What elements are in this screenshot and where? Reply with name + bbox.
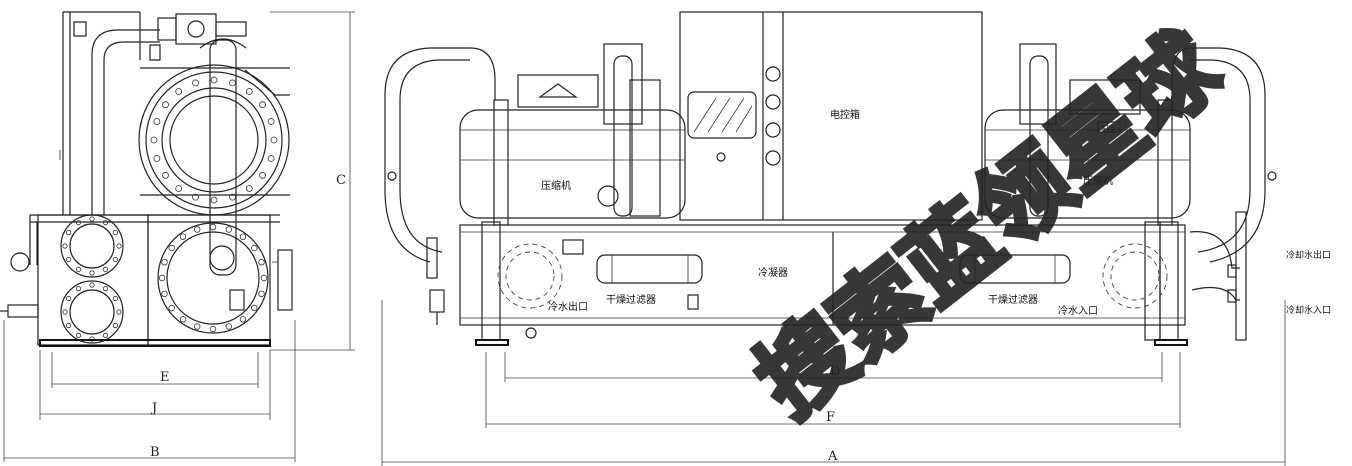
bolt (66, 295, 72, 302)
bolt (175, 88, 183, 95)
flange-bolts-left (62, 216, 122, 342)
label-compressor-right: 压缩机 (1083, 174, 1113, 187)
bolt (267, 155, 275, 162)
bolt (116, 243, 122, 249)
bolt (153, 118, 161, 125)
bolt (175, 185, 183, 192)
bolt (89, 270, 95, 276)
bolt (150, 136, 158, 144)
label-control-box: 电控箱 (830, 108, 860, 121)
bolt (239, 316, 247, 323)
bolt (75, 332, 82, 338)
bolt (62, 243, 68, 249)
bolt (62, 309, 68, 315)
bolt (116, 309, 122, 315)
bolt (245, 88, 253, 95)
bolt (66, 229, 72, 236)
bolt (259, 101, 266, 109)
bolt (162, 171, 169, 179)
bolt (75, 285, 82, 292)
bolt (66, 256, 72, 263)
bolt (89, 216, 95, 222)
flange-bolts-right (158, 223, 268, 333)
bolt (112, 322, 119, 329)
bolt (102, 220, 109, 226)
bolt (229, 79, 236, 87)
bolt (225, 226, 232, 233)
bolt (209, 325, 217, 333)
bolt (161, 290, 168, 297)
bolt (112, 229, 119, 236)
compressor-bolts (150, 76, 278, 204)
bolt (66, 322, 72, 329)
dim-label-B: B (150, 445, 160, 460)
label-filter-right: 干燥过滤器 (988, 293, 1038, 306)
bolt (192, 193, 199, 201)
bolt (193, 226, 201, 233)
label-condenser: 冷凝器 (758, 266, 788, 279)
bolt (102, 332, 109, 338)
bolt (89, 282, 95, 288)
side-view: E J B C (0, 11, 355, 462)
bolt (258, 290, 265, 297)
bolt (239, 233, 247, 240)
dim-label-C: C (336, 173, 346, 188)
bolt (192, 79, 199, 87)
nameplate-text: 415 (1101, 124, 1114, 132)
front-view: 压缩机 电控箱 415 压缩机 (381, 11, 1331, 466)
label-cooling-water-inlet: 冷却水入口 (1286, 304, 1331, 316)
bolt (168, 244, 175, 252)
bolt (260, 274, 268, 282)
bolt (112, 256, 119, 263)
bolt (209, 223, 217, 231)
dim-label-F: F (826, 410, 835, 425)
bolt (168, 304, 175, 312)
bolt (270, 136, 278, 144)
bolt (179, 233, 187, 240)
bolt (258, 259, 265, 266)
bolt (259, 171, 266, 179)
bolt (245, 185, 253, 192)
bolt (210, 196, 218, 204)
bolt (102, 266, 109, 272)
bolt (225, 323, 232, 330)
dim-label-A: A (827, 449, 838, 464)
label-chilled-water-inlet: 冷水入口 (1058, 304, 1098, 317)
bolt (193, 323, 201, 330)
label-filter-left: 干燥过滤器 (606, 293, 656, 306)
bolt (267, 118, 275, 125)
dim-label-D: D (830, 364, 840, 379)
vent-grille (693, 97, 753, 133)
bolt (210, 76, 218, 84)
bolt (179, 316, 187, 323)
gauge-column (765, 66, 781, 166)
label-chilled-water-outlet: 冷水出口 (548, 300, 588, 313)
bolt (153, 155, 161, 162)
dim-label-E: E (160, 370, 170, 385)
bolt (251, 304, 258, 312)
bolt (112, 295, 119, 302)
bolt (102, 285, 109, 292)
bolt (75, 266, 82, 272)
bolt (162, 101, 169, 109)
bolt (251, 244, 258, 252)
label-compressor-left: 压缩机 (541, 179, 571, 192)
dim-label-J: J (150, 401, 157, 416)
label-cooling-water-outlet: 冷却水出口 (1286, 249, 1331, 261)
bolt (158, 274, 166, 282)
bolt (75, 220, 82, 226)
bolt (161, 259, 168, 266)
